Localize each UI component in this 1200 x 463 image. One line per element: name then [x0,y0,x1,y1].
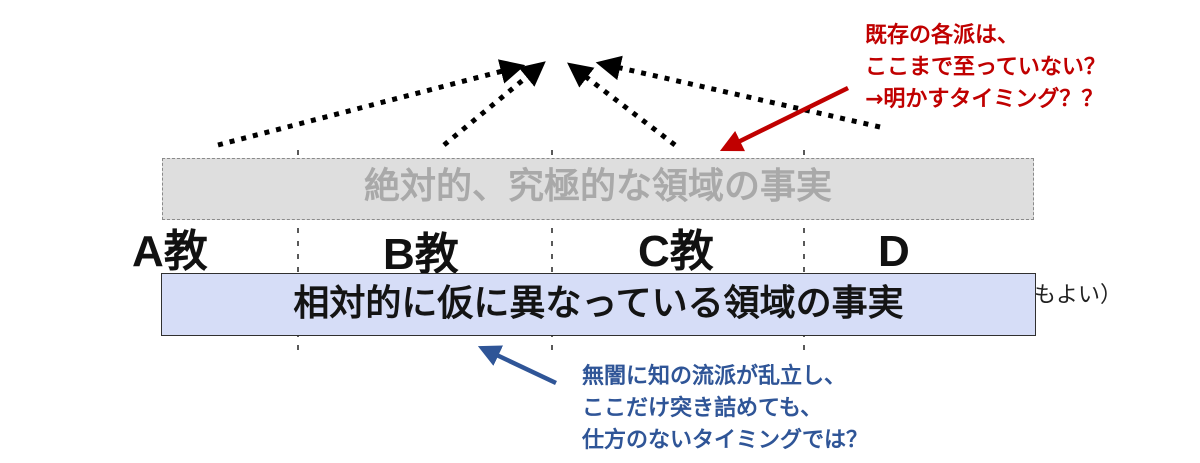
absolute-truth-box [162,158,1034,220]
blue-annotation-line-2: ここだけ突き詰めても、 [582,396,823,421]
absolute-truth-label: 絶対的、究極的な領域の事実 [363,166,832,207]
red-annotation-line-1: 既存の各派は、 [865,23,1020,48]
dotted-arrow-4 [595,55,881,130]
relative-truth-box [161,273,1036,336]
dotted-arrow-3 [567,62,677,147]
red-annotation-line-3: →明かすタイミング？？ [865,87,1104,112]
blue-callout-arrow [477,345,557,386]
red-annotation: 既存の各派は、 ここまで至っていない？ →明かすタイミング？？ [865,20,1106,116]
dotted-arrow-1 [217,59,526,148]
red-annotation-line-2: ここまで至っていない？ [865,55,1106,80]
red-callout-arrow [719,85,849,152]
section-label-a: A教 [132,227,208,276]
section-label-d: D [878,227,910,276]
section-label-b: B教 [383,230,459,279]
hidden-note-fragment: もよい） [1034,283,1123,308]
blue-annotation-line-3: 仕方のないタイミングでは？ [582,428,869,453]
relative-truth-label: 相対的に仮に異なっている領域の事実 [293,283,904,324]
blue-annotation: 無闇に知の流派が乱立し、 ここだけ突き詰めても、 仕方のないタイミングでは？ [582,361,868,457]
blue-annotation-line-1: 無闇に知の流派が乱立し、 [582,364,847,389]
section-label-c: C教 [638,227,714,276]
dotted-arrow-2 [442,61,546,147]
